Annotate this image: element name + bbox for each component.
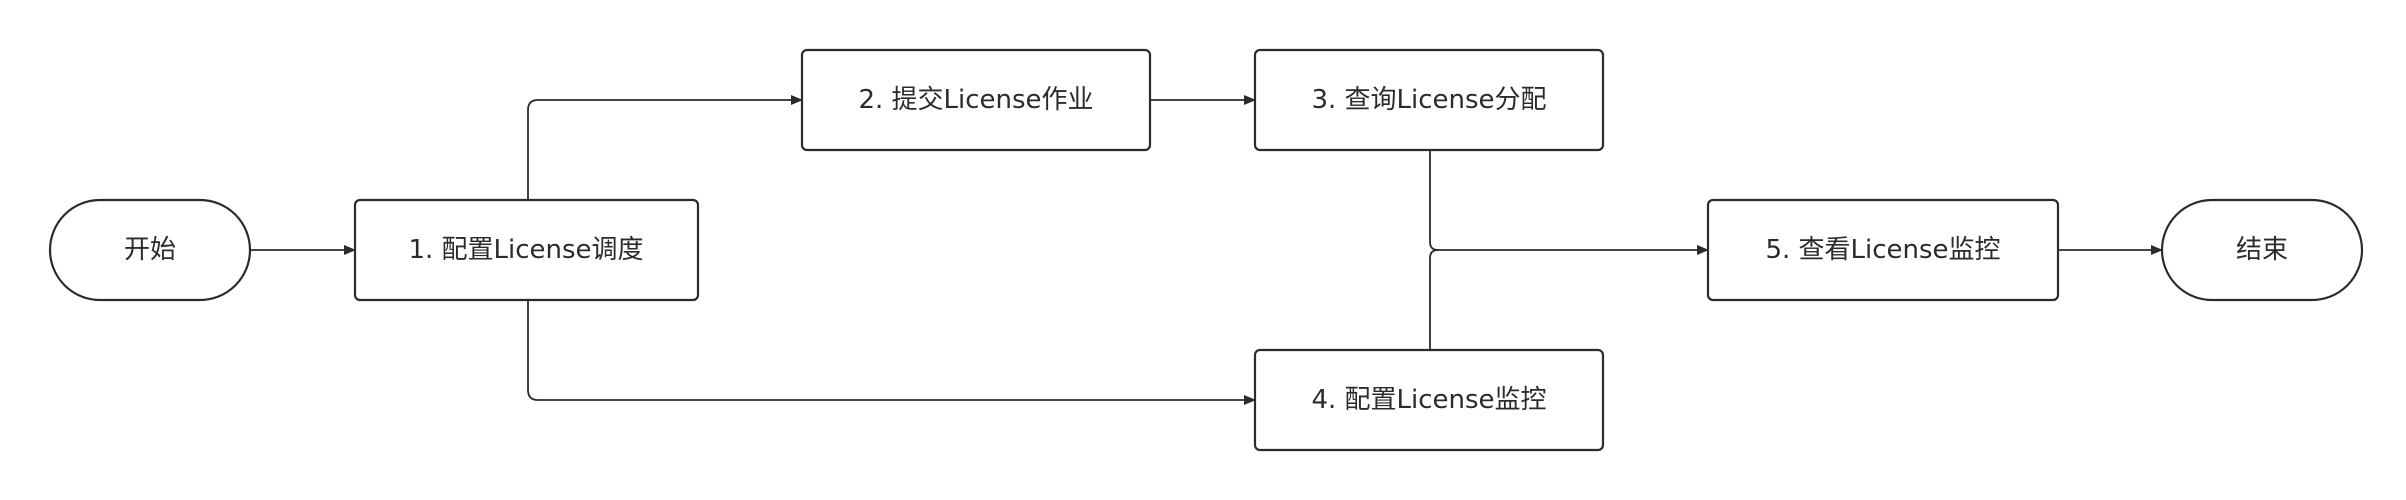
node-step1: 1. 配置License调度	[353, 198, 700, 302]
node-start-label: 开始	[124, 235, 176, 265]
node-end: 结束	[2160, 198, 2364, 302]
node-step4-label: 4. 配置License监控	[1311, 385, 1546, 415]
edge-step1-to-step2	[527, 95, 803, 200]
node-step3: 3. 查询License分配	[1253, 48, 1605, 152]
process-shape	[1253, 348, 1605, 452]
process-shape	[800, 48, 1152, 152]
node-step1-label: 1. 配置License调度	[408, 235, 643, 265]
node-end-label: 结束	[2236, 235, 2288, 265]
terminal-shape	[2160, 198, 2364, 302]
node-step2: 2. 提交License作业	[800, 48, 1152, 152]
edge-step3-to-step5	[1429, 150, 1709, 255]
terminal-shape	[48, 198, 252, 302]
node-step3-label: 3. 查询License分配	[1311, 85, 1546, 115]
process-shape	[1253, 48, 1605, 152]
edges	[250, 95, 2163, 405]
node-step4: 4. 配置License监控	[1253, 348, 1605, 452]
node-step5-label: 5. 查看License监控	[1765, 235, 2000, 265]
process-shape	[1706, 198, 2060, 302]
node-step5: 5. 查看License监控	[1706, 198, 2060, 302]
edge-step4-to-step5	[1429, 249, 1439, 350]
process-shape	[353, 198, 700, 302]
node-start: 开始	[48, 198, 252, 302]
edge-step1-to-step4	[527, 300, 1256, 405]
node-step2-label: 2. 提交License作业	[858, 85, 1093, 115]
